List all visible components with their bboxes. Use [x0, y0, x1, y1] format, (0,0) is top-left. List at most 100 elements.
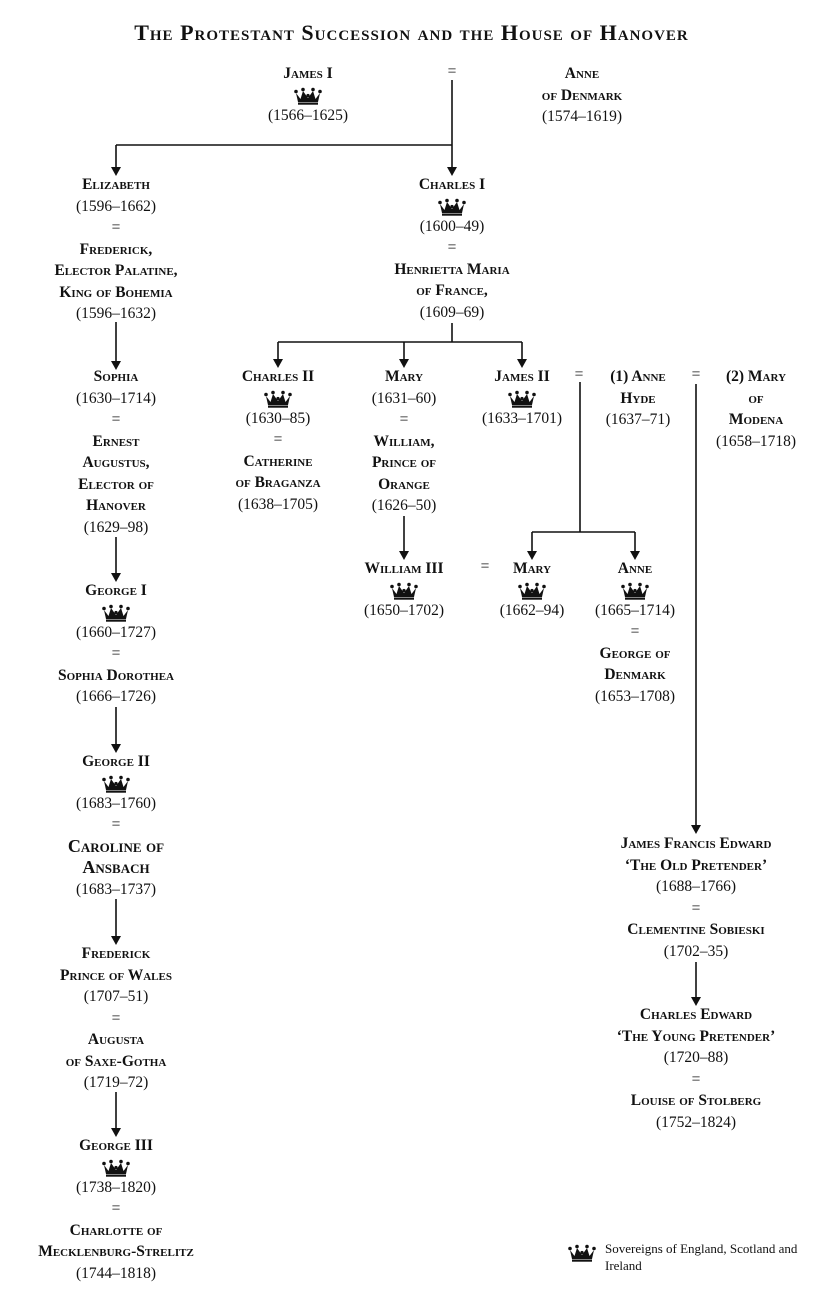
person-frederick-prince-of-wales: Frederick Prince of Wales (1707–51) = Au…: [26, 943, 206, 1094]
person-name: of Denmark: [541, 86, 623, 104]
person-name: King of Bohemia: [59, 283, 173, 301]
crown-icon: [264, 390, 292, 408]
legend-text: Sovereigns of England, Scotland and Irel…: [605, 1241, 798, 1273]
person-name: Charles Edward: [639, 1006, 753, 1023]
person-dates: (1666–1726): [75, 688, 157, 705]
person-mary-of-modena: (2) Mary of Modena (1658–1718): [710, 366, 802, 452]
person-dates: (1653–1708): [594, 687, 676, 705]
person-name: William,: [373, 432, 435, 450]
person-james2: James II (1633–1701): [472, 366, 572, 429]
person-dates: (1596–1662): [75, 197, 157, 215]
person-dates: (1744–1818): [75, 1264, 157, 1282]
marriage-sign: =: [480, 558, 490, 575]
person-name: Clementine Sobieski: [627, 921, 765, 938]
person-dates: (1707–51): [83, 988, 149, 1005]
person-dates: (1596–1632): [75, 305, 157, 322]
person-dates: (1638–1705): [237, 495, 319, 513]
marriage-sign: =: [691, 1070, 701, 1088]
person-mary-of-orange: Mary (1631–60) = William, Prince of Oran…: [349, 366, 459, 517]
marriage-sign: =: [447, 239, 457, 256]
person-name: Elizabeth: [82, 176, 150, 193]
marriage-sign: =: [111, 411, 121, 428]
arrow-to-mary2: [527, 551, 537, 560]
person-old-pretender: James Francis Edward ‘The Old Pretender’…: [586, 833, 806, 962]
person-name: James II: [494, 368, 550, 385]
person-name: Louise of Stolberg: [630, 1092, 762, 1109]
person-dates: (1720–88): [663, 1049, 729, 1066]
arrow-to-charles2: [273, 359, 283, 368]
crown-icon: [518, 582, 546, 600]
person-dates: (1609–69): [419, 303, 485, 321]
crown-icon: [390, 582, 418, 600]
person-dates: (1650–1702): [363, 601, 445, 619]
marriage-sign: =: [574, 366, 584, 383]
person-dates: (1662–94): [499, 601, 565, 619]
person-dates: (1665–1714): [594, 601, 676, 619]
person-name: Denmark: [604, 666, 666, 683]
marriage-sign: =: [691, 899, 701, 917]
person-dates: (1633–1701): [481, 409, 563, 427]
crown-icon: [438, 198, 466, 216]
person-name: James Francis Edward: [620, 835, 772, 852]
person-name: Caroline of: [67, 835, 165, 856]
person-name: Augustus,: [82, 454, 150, 471]
person-dates: (1637–71): [605, 411, 671, 428]
marriage-sign: =: [111, 219, 121, 236]
crown-icon: [568, 1244, 596, 1262]
person-dates: (1566–1625): [267, 106, 349, 124]
person-dates: (1600–49): [419, 217, 485, 235]
arrow-to-old-pretender: [691, 825, 701, 834]
person-charles1: Charles I (1600–49) = Henrietta Maria of…: [362, 174, 542, 323]
person-george3: George III (1738–1820) = Charlotte of Me…: [6, 1135, 226, 1284]
person-name: of France,: [416, 282, 488, 299]
person-name: George of: [599, 644, 671, 662]
arrow-to-mary-orange: [399, 359, 409, 368]
person-dates: (1631–60): [371, 389, 437, 407]
marriage-sign: =: [111, 816, 121, 833]
person-name: Catherine: [243, 452, 313, 470]
crown-icon: [294, 87, 322, 105]
person-name: (1) Anne: [610, 368, 666, 385]
marriage-sign: =: [111, 1009, 121, 1027]
crown-icon: [621, 582, 649, 600]
person-dates: (1688–1766): [655, 878, 737, 895]
arrow-to-queen-anne: [630, 551, 640, 560]
person-dates: (1574–1619): [541, 108, 623, 125]
marriage-sign: =: [273, 431, 283, 448]
person-name: Charles II: [241, 368, 315, 385]
person-elizabeth: Elizabeth (1596–1662) = Frederick, Elect…: [36, 174, 196, 325]
person-dates: (1738–1820): [75, 1178, 157, 1196]
crown-icon: [102, 775, 130, 793]
person-dates: (1702–35): [663, 942, 729, 960]
chart-title: The Protestant Succession and the House …: [134, 20, 689, 45]
person-james1: James I (1566–1625): [230, 63, 386, 126]
person-anne-hyde: (1) Anne Hyde (1637–71): [596, 366, 680, 431]
person-anne-of-denmark: Anne of Denmark (1574–1619): [502, 63, 662, 128]
person-dates: (1630–1714): [75, 389, 157, 407]
person-name: ‘The Old Pretender’: [624, 856, 768, 874]
person-name: ‘The Young Pretender’: [616, 1027, 776, 1045]
arrow-to-george1: [111, 573, 121, 582]
person-name: James I: [283, 65, 333, 82]
arrow-to-sophia: [111, 361, 121, 370]
person-name: Hanover: [86, 497, 146, 514]
person-name: William III: [364, 560, 444, 577]
person-name: Ernest: [92, 432, 140, 450]
person-name: Anne: [564, 65, 600, 82]
person-name: Orange: [378, 475, 430, 493]
person-name: Prince of Wales: [60, 966, 172, 984]
arrow-to-james2: [517, 359, 527, 368]
person-name: George I: [85, 582, 147, 599]
person-name: George II: [82, 753, 150, 770]
person-name: Anne: [617, 560, 653, 577]
person-name: Frederick,: [79, 240, 153, 258]
marriage-sign: =: [111, 645, 121, 662]
crown-icon: [508, 390, 536, 408]
arrow-to-frederick-wales: [111, 936, 121, 945]
person-dates: (1683–1760): [75, 794, 157, 812]
crown-icon: [102, 604, 130, 622]
person-dates: (1660–1727): [75, 623, 157, 641]
person-name: (2) Mary: [725, 368, 787, 385]
arrow-to-charles1: [447, 167, 457, 176]
person-name: George III: [79, 1137, 153, 1154]
